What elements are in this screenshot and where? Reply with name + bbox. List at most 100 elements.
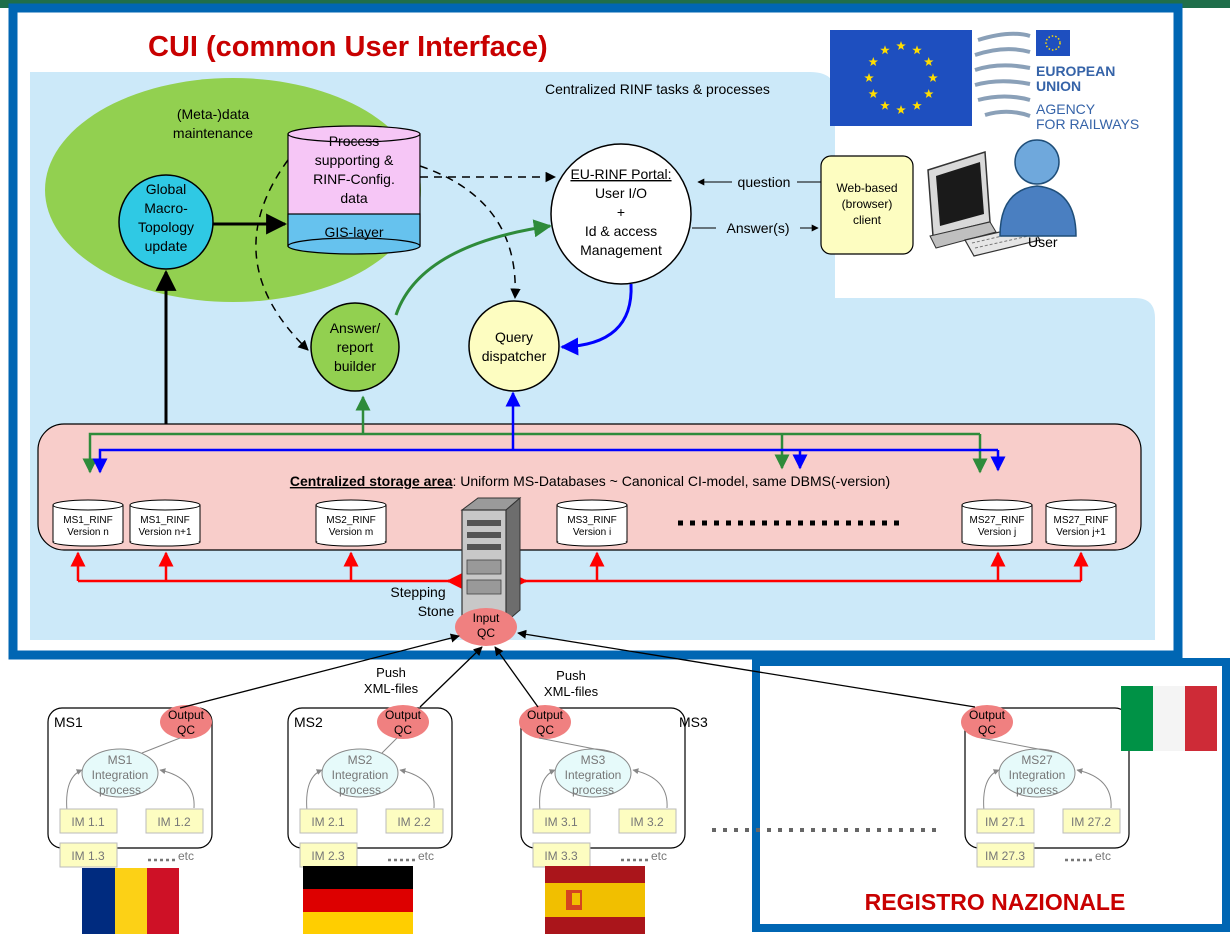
portal-line-4: Management (580, 242, 662, 258)
server-icon (460, 496, 522, 624)
integration-process-line-1: MS2 (348, 753, 373, 767)
etc-label: etc (1095, 849, 1111, 863)
dashed-arrow-data-to-dispatcher (419, 165, 521, 300)
registro-nazionale-label: REGISTRO NAZIONALE (865, 889, 1126, 915)
im-box (59, 808, 118, 834)
database-mask (1046, 536, 1116, 541)
integration-process-line-3: process (1016, 783, 1058, 797)
im-feed-arrow-right (399, 768, 435, 809)
integration-process-line-2: Integration (1009, 768, 1066, 782)
global-update-line-1: Global (146, 181, 186, 197)
database-name: MS1_RINF (63, 515, 112, 526)
stepping-stone-line-2: Stone (418, 603, 455, 619)
question-label: question (738, 174, 791, 190)
eu-star-icon (912, 45, 922, 55)
im-label: IM 2.3 (311, 849, 345, 863)
integration-process-line-3: process (99, 783, 141, 797)
query-dispatcher-line-2: dispatcher (482, 348, 547, 364)
im-box (1062, 808, 1121, 834)
database-mask (316, 536, 386, 541)
integration-process-line-1: MS27 (1021, 753, 1053, 767)
push-label-1-line-2: XML-files (364, 681, 419, 696)
etc-label: etc (418, 849, 434, 863)
global-macro-topology-node (118, 174, 214, 270)
database-top (1045, 499, 1117, 511)
storage-caption: Centralized storage area: Uniform MS-Dat… (290, 473, 890, 489)
im-box (145, 808, 204, 834)
database-name: MS27_RINF (969, 515, 1024, 526)
process-data-line-4: data (340, 190, 367, 206)
database-version: Version j+1 (1056, 527, 1106, 538)
im-label: IM 27.2 (1071, 815, 1111, 829)
im-box (299, 808, 358, 834)
database-name: MS1_RINF (140, 515, 189, 526)
output-qc-node (961, 705, 1013, 739)
im-box (532, 808, 591, 834)
database-version: Version n (67, 527, 109, 538)
spain-flag (545, 866, 645, 934)
im-label: IM 3.2 (630, 815, 664, 829)
push-label-1-line-1: Push (376, 665, 406, 680)
member-state-name: MS2 (294, 714, 323, 730)
eu-star-icon (928, 73, 938, 82)
stepping-stone-line-1: Stepping (390, 584, 445, 600)
database-mask (557, 536, 627, 541)
output-qc-node (377, 705, 429, 739)
eu-star-icon (864, 73, 874, 82)
database-name: MS27_RINF (1053, 515, 1108, 526)
im-box (976, 842, 1035, 868)
output-qc-line-1: Output (527, 708, 564, 722)
integration-process-line-3: process (339, 783, 381, 797)
input-qc-line-2: QC (477, 626, 495, 640)
arrow-portal-to-dispatcher (560, 283, 633, 356)
eu-agency-line-3: AGENCY (1036, 101, 1096, 117)
output-qc-node (519, 705, 571, 739)
push-arrow-ms1 (179, 633, 460, 709)
eu-star-icon (868, 89, 878, 98)
eu-star-icon (868, 57, 878, 66)
push-arrow-ms3 (494, 646, 539, 708)
eu-star-icon (880, 100, 890, 110)
im-box (618, 808, 677, 834)
process-to-qc-line (980, 737, 1060, 754)
centralized-storage-area (37, 423, 1142, 551)
eu-star-icon (896, 105, 906, 114)
red-arrows-to-databases (70, 551, 1089, 581)
web-client-line-2: (browser) (842, 197, 893, 211)
process-to-qc-line (381, 737, 398, 754)
im-label: IM 2.1 (311, 815, 345, 829)
database-body (315, 504, 387, 543)
process-data-line-2: supporting & (315, 152, 394, 168)
database-version: Version i (573, 527, 611, 538)
computer-icon (927, 150, 1041, 257)
eu-star-icon (924, 89, 934, 98)
process-data-line-3: RINF-Config. (313, 171, 395, 187)
global-update-line-3: Topology (138, 219, 194, 235)
answer-builder-line-2: report (337, 339, 374, 355)
input-qc-node (455, 608, 517, 646)
im-label: IM 27.3 (985, 849, 1025, 863)
database-version: Version m (329, 527, 373, 538)
database-name: MS2_RINF (326, 515, 375, 526)
answer-report-builder-node (310, 302, 400, 392)
blue-line-to-ms1 (92, 448, 513, 474)
member-state-name: MS1 (54, 714, 83, 730)
registro-nazionale-frame (752, 658, 1230, 932)
input-qc-line-1: Input (473, 611, 500, 625)
push-label-2-line-1: Push (556, 668, 586, 683)
central-caption: Centralized RINF tasks & processes (545, 81, 770, 97)
integration-process-line-2: Integration (92, 768, 149, 782)
im-feed-arrow-right (1076, 768, 1112, 809)
im-box (532, 842, 591, 868)
process-to-qc-line (538, 737, 616, 754)
im-label: IM 3.1 (544, 815, 578, 829)
im-label: IM 27.1 (985, 815, 1025, 829)
process-config-data-store (287, 125, 421, 255)
integration-process-line-1: MS3 (581, 753, 606, 767)
database-top (556, 499, 628, 511)
web-client-box (820, 155, 914, 255)
